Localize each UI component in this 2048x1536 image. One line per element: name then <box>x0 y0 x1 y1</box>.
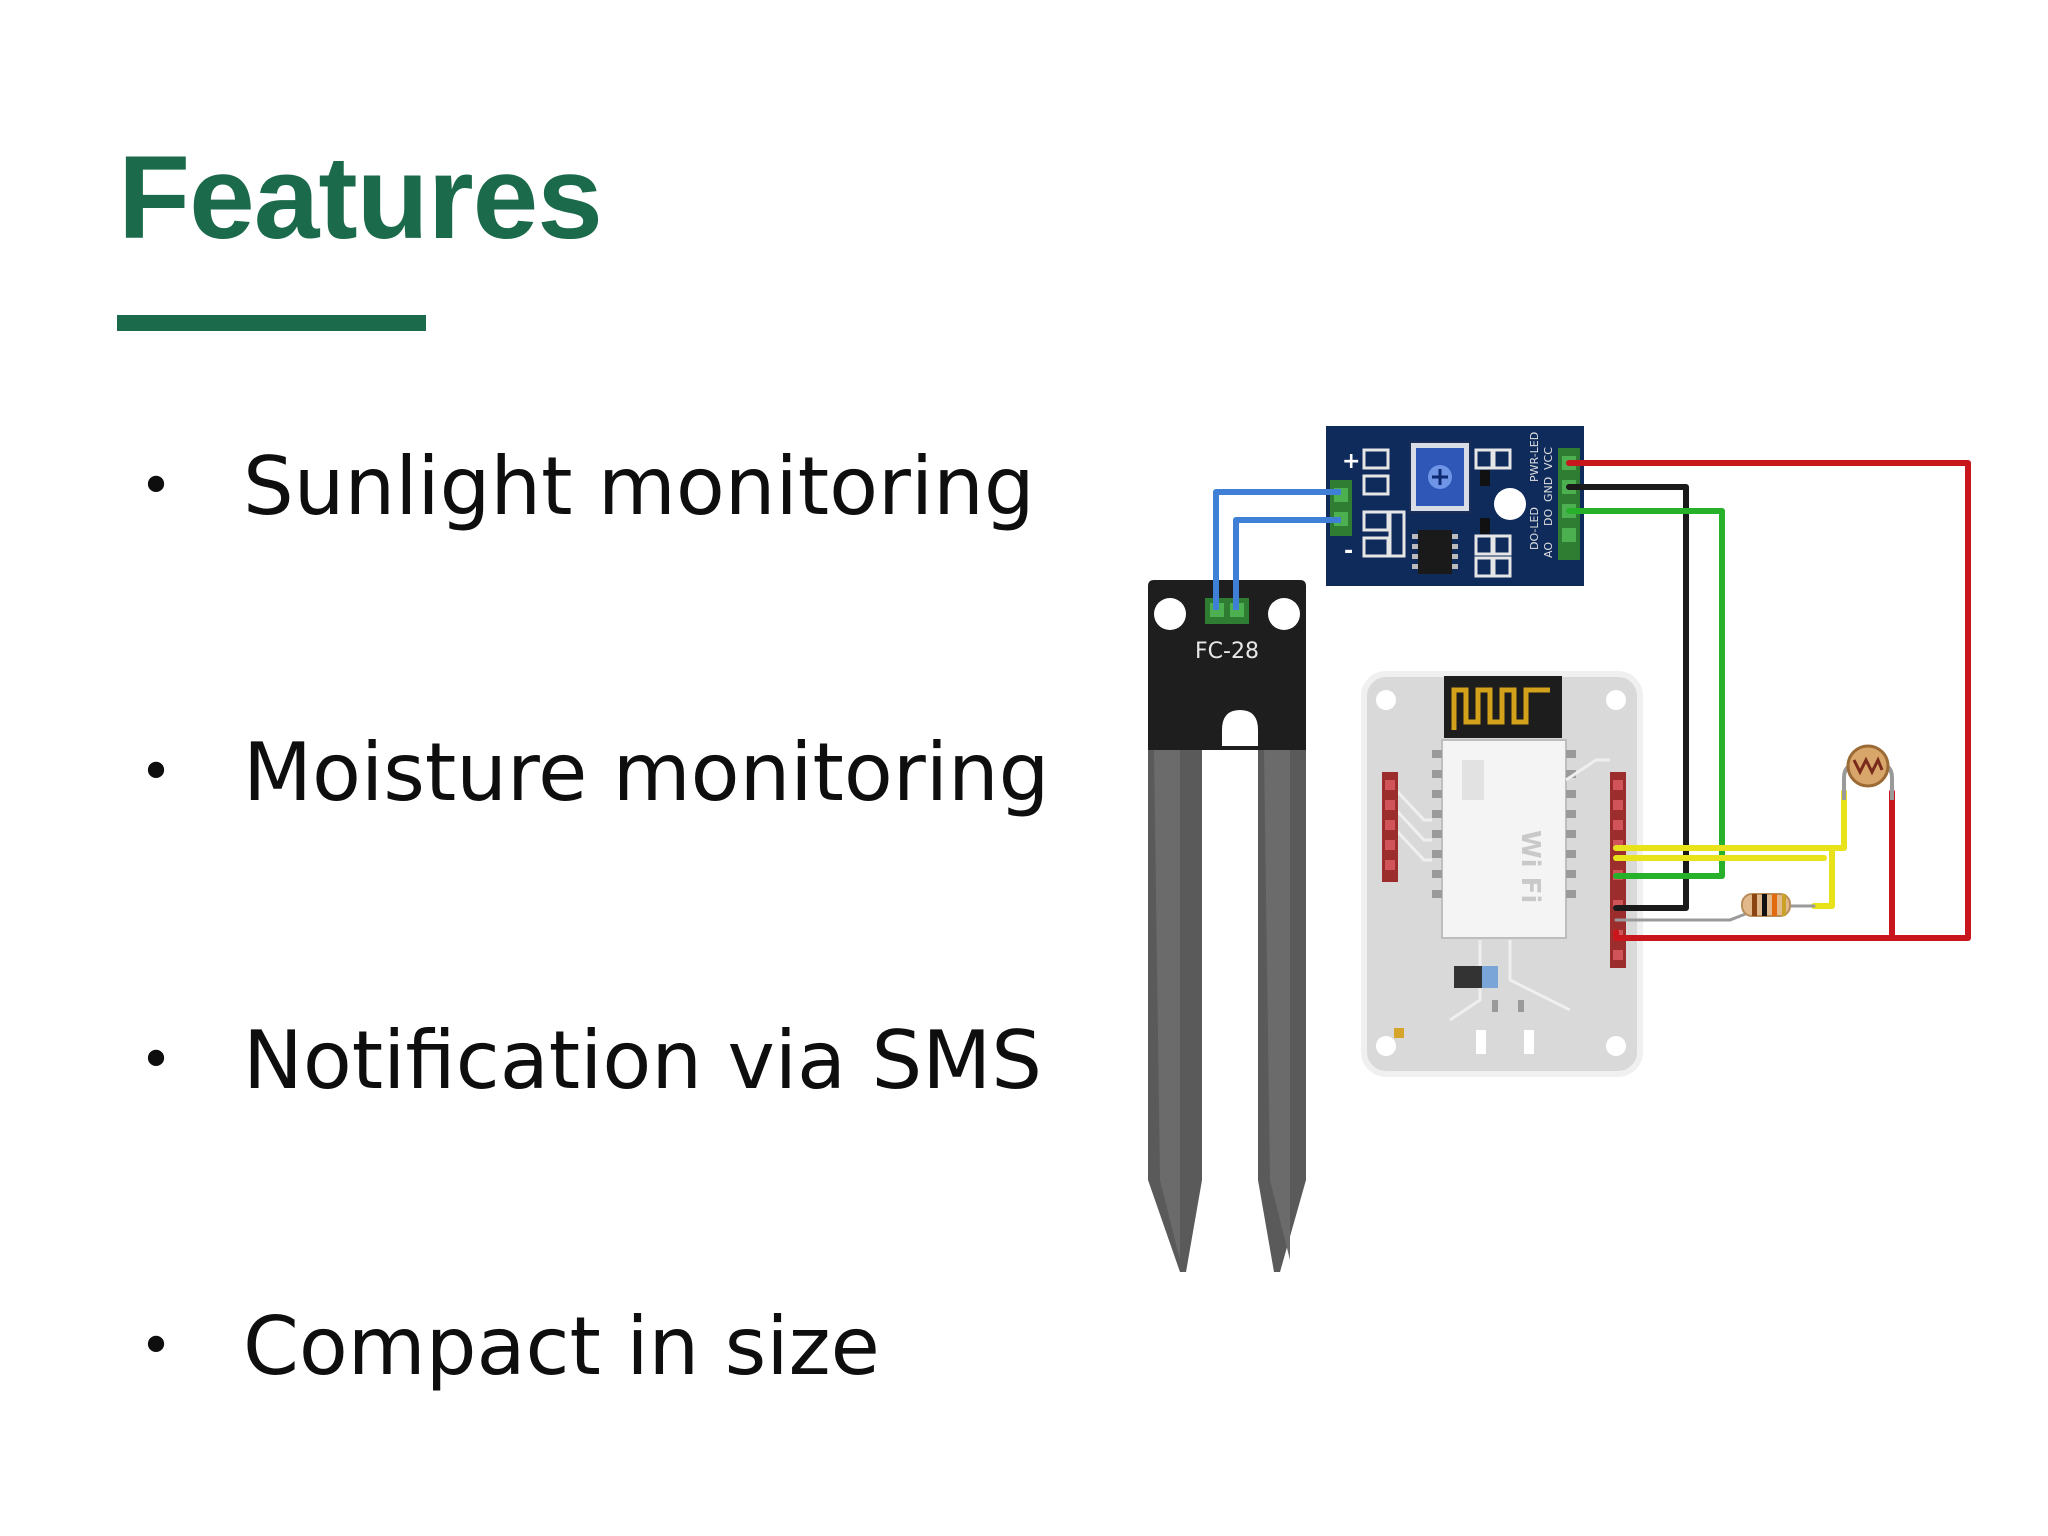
resistor <box>1741 893 1791 917</box>
wifi-module-text: Wi Fi <box>1515 830 1545 903</box>
gnd-label: GND <box>1542 477 1555 502</box>
pwr-led-label: PWR-LED <box>1528 432 1541 482</box>
bullet-text: Moisture monitoring <box>243 726 1050 819</box>
signal-wires <box>1566 460 1971 941</box>
list-item: • Notification via SMS <box>136 1006 1096 1116</box>
list-item: • Compact in size <box>136 1292 1096 1402</box>
bullet-icon: • <box>139 1028 173 1093</box>
soil-probe: FC-28 <box>1148 580 1306 1272</box>
list-item: • Sunlight monitoring <box>136 432 1096 542</box>
vcc-label: VCC <box>1542 447 1555 470</box>
do-label: DO <box>1542 509 1555 526</box>
slide-title: Features <box>118 132 603 264</box>
minus-label: - <box>1344 539 1353 564</box>
bullet-text: Compact in size <box>243 1300 880 1393</box>
bullet-text: Sunlight monitoring <box>243 440 1035 533</box>
bullet-icon: • <box>139 454 173 519</box>
circuit-svg: FC-28 <box>1148 426 1971 1272</box>
bullet-text: Notification via SMS <box>243 1014 1043 1107</box>
blue-wires <box>1213 489 1341 610</box>
bullet-icon: • <box>139 1314 173 1379</box>
photoresistor <box>1842 744 1894 800</box>
probe-label: FC-28 <box>1195 639 1259 664</box>
plus-label: + <box>1342 449 1360 474</box>
ao-label: AO <box>1542 542 1555 558</box>
sensor-module: + - PWR-LED DO-LED VCC GND DO AO <box>1326 426 1584 586</box>
do-led-label: DO-LED <box>1528 507 1541 550</box>
list-item: • Moisture monitoring <box>136 718 1096 828</box>
title-underline <box>117 315 426 331</box>
circuit-diagram: FC-28 <box>1120 400 2000 1300</box>
bullet-icon: • <box>139 740 173 805</box>
wifi-board: Wi Fi <box>1361 671 1643 1077</box>
